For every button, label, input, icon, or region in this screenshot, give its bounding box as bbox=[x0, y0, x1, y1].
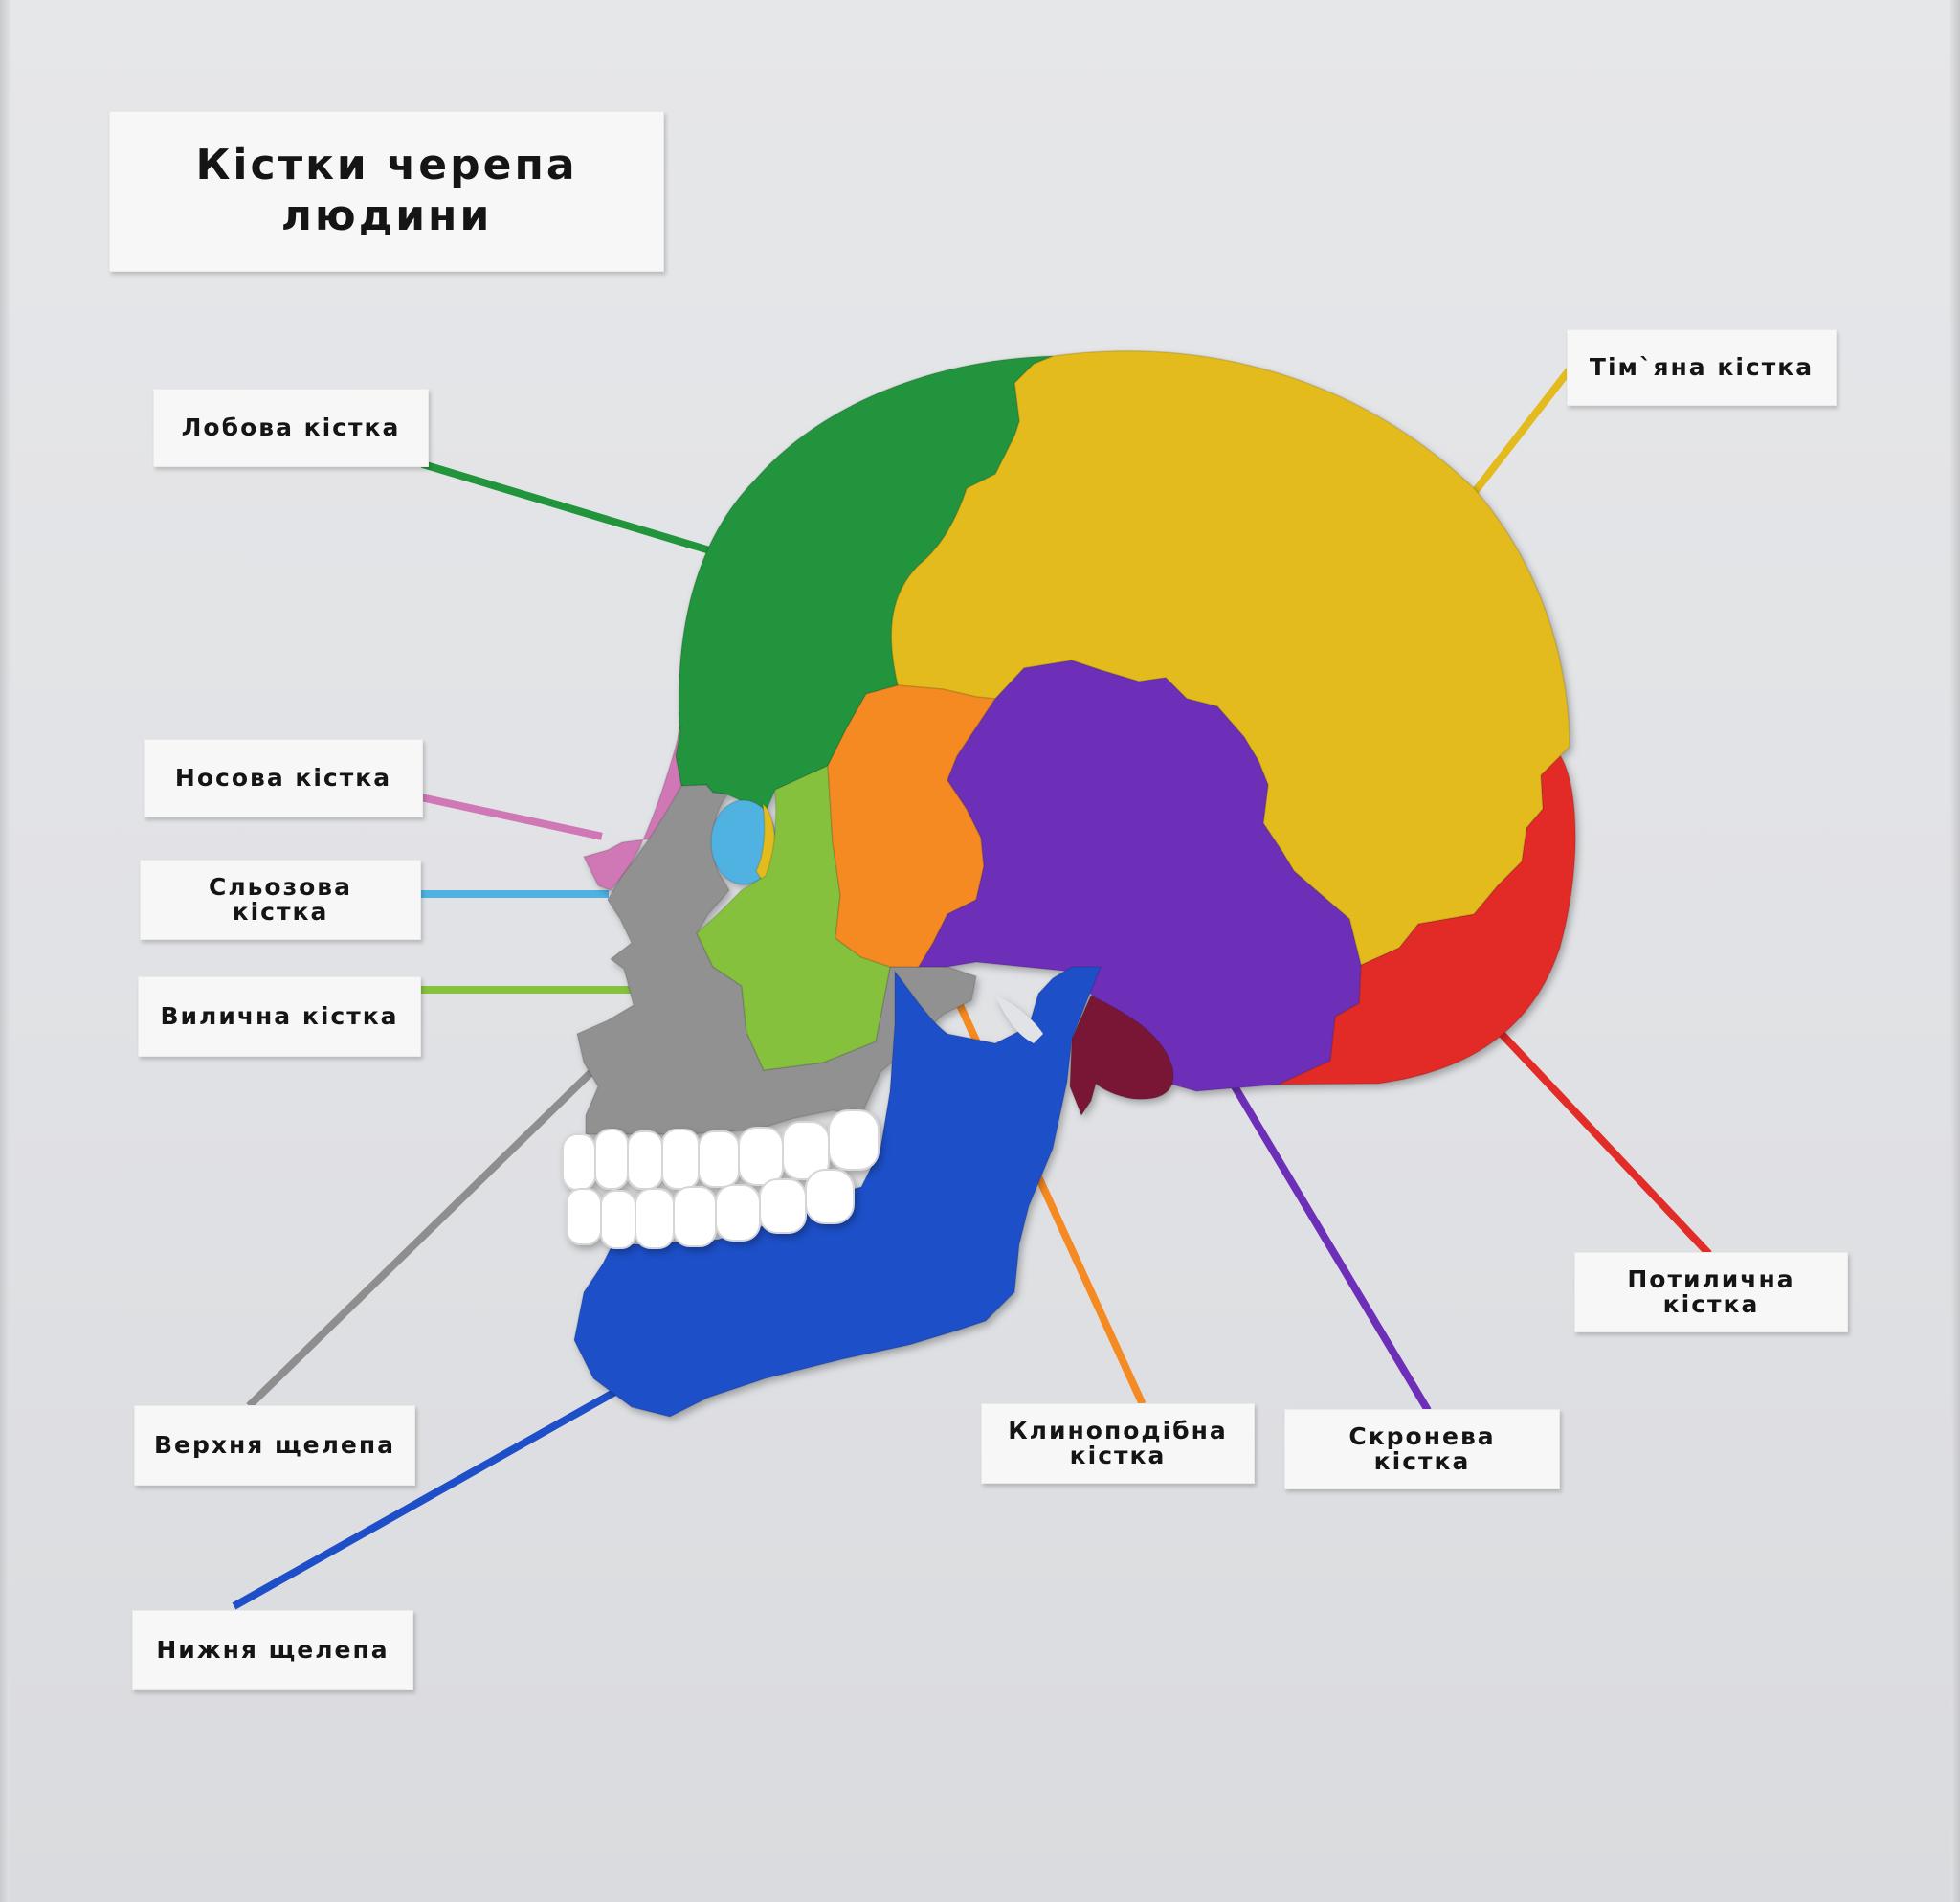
tooth bbox=[759, 1178, 807, 1234]
leader-line-temporal bbox=[1229, 1081, 1432, 1413]
styloid-process bbox=[1069, 994, 1174, 1117]
tooth bbox=[627, 1130, 663, 1190]
tooth bbox=[828, 1109, 880, 1171]
tooth bbox=[673, 1186, 717, 1247]
label-temporal-bone: Скронева кістка bbox=[1284, 1409, 1560, 1489]
leader-line-nasal bbox=[416, 793, 603, 840]
label-mandible: Нижня щелепа bbox=[132, 1610, 413, 1690]
mandibular-notch bbox=[995, 996, 1043, 1043]
page-title: Кістки черепа людини bbox=[109, 111, 664, 272]
label-zygomatic-bone: Вилична кістка bbox=[138, 976, 421, 1057]
leader-line-mandible bbox=[232, 1382, 628, 1610]
tooth bbox=[562, 1133, 596, 1191]
temporal-bone bbox=[917, 660, 1362, 1092]
tooth bbox=[738, 1127, 784, 1186]
label-sphenoid-bone: Клиноподібна кістка bbox=[981, 1403, 1255, 1484]
tooth bbox=[594, 1129, 629, 1190]
tooth bbox=[661, 1129, 700, 1190]
tooth bbox=[805, 1169, 855, 1224]
tooth bbox=[566, 1188, 602, 1245]
tooth bbox=[698, 1130, 740, 1188]
label-frontal-bone: Лобова кістка bbox=[153, 389, 429, 467]
label-maxilla: Верхня щелепа bbox=[134, 1405, 415, 1486]
label-parietal-bone: Тім`яна кістка bbox=[1567, 329, 1837, 406]
leader-line-parietal bbox=[1468, 368, 1572, 499]
tooth bbox=[635, 1188, 675, 1249]
board-edge-left bbox=[0, 0, 10, 1902]
board-edge-right bbox=[1950, 0, 1960, 1902]
tooth bbox=[600, 1190, 636, 1249]
leader-line-occipital bbox=[1480, 1011, 1712, 1257]
teeth bbox=[562, 1109, 880, 1249]
label-lacrimal-bone: Сльозова кістка bbox=[140, 860, 421, 940]
label-occipital-bone: Потилична кістка bbox=[1574, 1252, 1848, 1332]
leader-line-frontal bbox=[421, 460, 718, 556]
leader-line-maxilla bbox=[246, 1063, 601, 1409]
label-nasal-bone: Носова кістка bbox=[144, 739, 423, 817]
tooth bbox=[715, 1184, 761, 1242]
